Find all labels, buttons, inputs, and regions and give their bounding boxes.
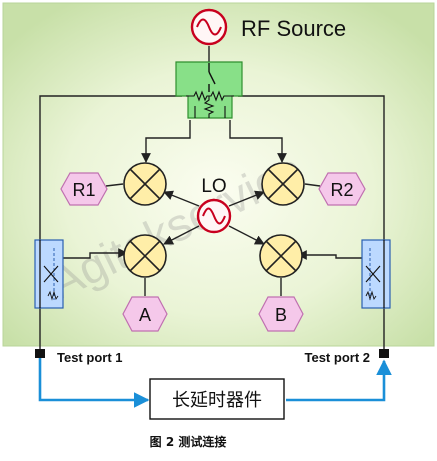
dut-label: 长延时器件 bbox=[172, 390, 262, 411]
receiver-r1: R1 bbox=[60, 172, 108, 206]
mixer-b bbox=[259, 234, 303, 278]
rf-source bbox=[190, 8, 228, 46]
rf-source-label: RF Source bbox=[241, 16, 346, 41]
coupler-left bbox=[34, 239, 64, 309]
test-cables bbox=[38, 358, 392, 408]
coupler-right bbox=[361, 239, 391, 309]
mixer-r2 bbox=[261, 162, 305, 206]
test-port-1-connector bbox=[35, 349, 45, 358]
receiver-r2-label: R2 bbox=[330, 180, 353, 200]
receiver-a-label: A bbox=[139, 305, 151, 325]
switch-splitter-block bbox=[175, 61, 243, 119]
mixer-a bbox=[123, 234, 167, 278]
receiver-b: B bbox=[258, 296, 304, 332]
test-port-2-connector bbox=[379, 349, 389, 358]
test-port-2-label: Test port 2 bbox=[305, 350, 371, 365]
lo-label: LO bbox=[201, 176, 226, 197]
receiver-a: A bbox=[122, 296, 168, 332]
test-port-1-label: Test port 1 bbox=[57, 350, 123, 365]
receiver-r2: R2 bbox=[318, 172, 366, 206]
lo-source-icon bbox=[196, 198, 232, 234]
receiver-r1-label: R1 bbox=[72, 180, 95, 200]
receiver-b-label: B bbox=[275, 305, 287, 325]
dut-box bbox=[149, 378, 285, 420]
figure-caption: 图 2 测试连接 bbox=[150, 434, 227, 449]
mixer-r1 bbox=[123, 162, 167, 206]
